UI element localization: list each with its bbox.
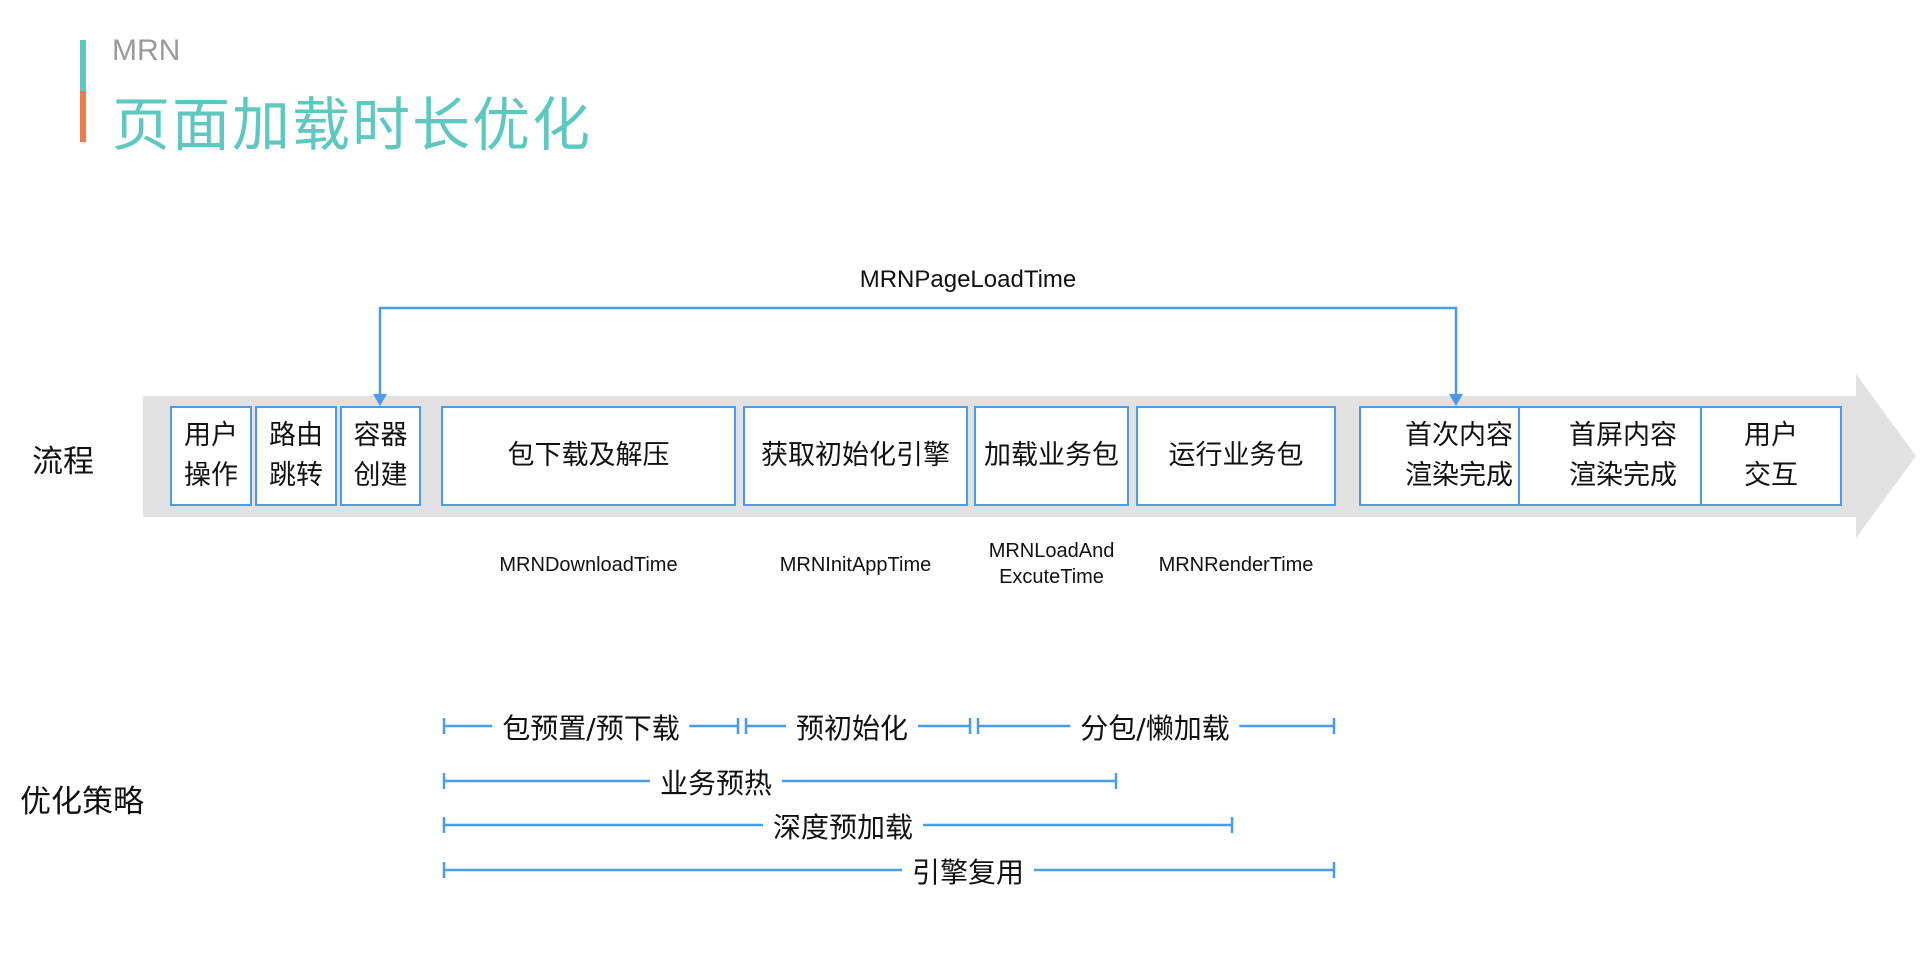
strategy-preload-package: 包预置/预下载: [492, 707, 690, 747]
metric-init-app-time: MRNInitAppTime: [779, 554, 932, 576]
flow-row-label: 流程: [32, 444, 94, 480]
page-load-time-bracket: [378, 306, 1458, 398]
strategy-business-prewarm: 业务预热: [649, 762, 783, 802]
metric-download-time: MRNDownloadTime: [499, 554, 678, 576]
strategy-deep-preload: 深度预加载: [762, 806, 924, 846]
overall-metric-label: MRNPageLoadTime: [859, 266, 1077, 293]
bracket-arrowhead-right: [1449, 394, 1463, 406]
strategy-pre-init: 预初始化: [785, 707, 919, 747]
stage-first-screen-render: 首屏内容 渲染完成: [1518, 406, 1728, 506]
stage-init-engine: 获取初始化引擎: [743, 406, 968, 506]
strategy-split-lazy-load: 分包/懒加载: [1070, 707, 1240, 747]
bracket-arrowhead-left: [373, 394, 387, 406]
header-kicker: MRN: [112, 34, 181, 67]
strategy-engine-reuse: 引擎复用: [901, 851, 1035, 891]
stage-run-bundle: 运行业务包: [1136, 406, 1336, 506]
stage-route-jump: 路由 跳转: [255, 406, 337, 506]
stage-load-bundle: 加载业务包: [974, 406, 1129, 506]
page-title: 页面加载时长优化: [112, 91, 593, 159]
stage-container-create: 容器 创建: [340, 406, 421, 506]
metric-load-execute-time: MRNLoadAnd ExcuteTime: [988, 540, 1115, 588]
stage-download-unzip: 包下载及解压: [441, 406, 736, 506]
header-accent-bar: [80, 40, 86, 142]
strategy-row-label: 优化策略: [20, 784, 144, 820]
metric-render-time: MRNRenderTime: [1158, 554, 1314, 576]
stage-user-interaction: 用户 交互: [1700, 406, 1842, 506]
stage-user-action: 用户 操作: [170, 406, 252, 506]
